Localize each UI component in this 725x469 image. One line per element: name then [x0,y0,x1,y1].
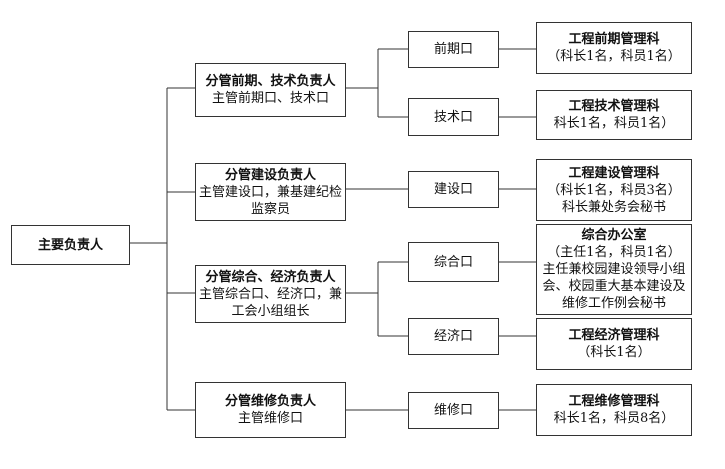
office-box-technical: 技术口 [408,98,499,136]
branch-title: 分管综合、经济负责人 [205,269,336,285]
office-box-economic: 经济口 [408,318,499,355]
branch-title: 分管维修负责人 [224,394,316,409]
office-name: 技术口 [433,109,473,125]
dept-line: 科长兼处务会秘书 [561,199,666,215]
branch-title: 分管建设负责人 [224,167,316,183]
branch-box-general-economic: 分管综合、经济负责人 主管综合口、经济口，兼 工会小组组长 [195,265,346,323]
dept-title: 工程前期管理科 [568,32,660,47]
branch-box-planning-technical: 分管前期、技术负责人 主管前期口、技术口 [195,63,346,117]
office-box-maintenance: 维修口 [408,392,499,429]
dept-line: 主任兼校园建设领导小组会、校园重大基本建设及维修工作例会秘书 [542,262,686,311]
office-name: 经济口 [433,329,473,344]
dept-box-planning: 工程前期管理科 （科长1名，科员1名） [536,22,692,74]
dept-line: （科长1名，科员3名） [547,182,681,198]
office-name: 维修口 [433,403,473,418]
dept-box-maintenance: 工程维修管理科 科长1名，科员8名） [536,384,692,436]
branch-box-maintenance: 分管维修负责人 主管维修口 [195,382,346,438]
chief-box: 主要负责人 [11,225,130,265]
dept-title: 工程经济管理科 [568,328,660,343]
dept-line: 科长1名，科员8名） [553,411,675,426]
dept-line: 科长1名，科员1名） [553,116,675,131]
branch-title: 分管前期、技术负责人 [205,74,336,89]
branch-desc-line: 监察员 [250,201,290,217]
branch-desc-line: 主管综合口、经济口，兼 [198,286,342,302]
branch-desc-line: 主管建设口，兼基建纪检 [198,184,342,200]
branch-desc-line: 主管前期口、技术口 [211,91,329,106]
dept-box-economic: 工程经济管理科 （科长1名） [536,318,692,370]
dept-box-construction: 工程建设管理科 （科长1名，科员3名） 科长兼处务会秘书 [536,159,692,221]
dept-line: （科长1名，科员1名） [547,49,681,64]
dept-box-general-office: 综合办公室 （主任1名，科员1名） 主任兼校园建设领导小组会、校园重大基本建设及… [536,224,692,315]
office-box-planning: 前期口 [408,31,499,68]
dept-title: 工程技术管理科 [568,99,660,114]
branch-box-construction: 分管建设负责人 主管建设口，兼基建纪检 监察员 [195,163,346,221]
branch-desc-line: 主管维修口 [237,411,303,426]
office-name: 建设口 [433,182,473,197]
dept-title: 综合办公室 [581,228,647,243]
office-name: 综合口 [433,254,473,270]
dept-title: 工程建设管理科 [568,165,660,181]
chief-title: 主要负责人 [37,237,103,253]
dept-line: （科长1名） [577,345,651,360]
dept-box-technical: 工程技术管理科 科长1名，科员1名） [536,90,692,140]
branch-desc-line: 工会小组组长 [231,303,310,319]
office-box-construction: 建设口 [408,171,499,208]
office-name: 前期口 [433,42,473,57]
office-box-general: 综合口 [408,242,499,282]
dept-title: 工程维修管理科 [568,394,660,409]
dept-line: （主任1名，科员1名） [547,245,681,260]
